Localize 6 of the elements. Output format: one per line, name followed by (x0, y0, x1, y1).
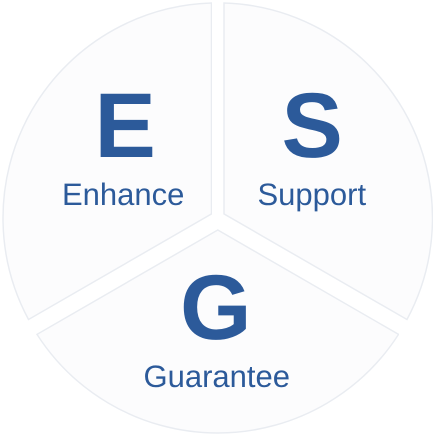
large-letter: E (94, 80, 156, 172)
large-letter: G (180, 262, 252, 354)
large-letter: S (282, 80, 343, 172)
word-label: Support (258, 178, 366, 210)
word-label: Guarantee (143, 361, 290, 392)
word-label: Enhance (62, 178, 184, 210)
